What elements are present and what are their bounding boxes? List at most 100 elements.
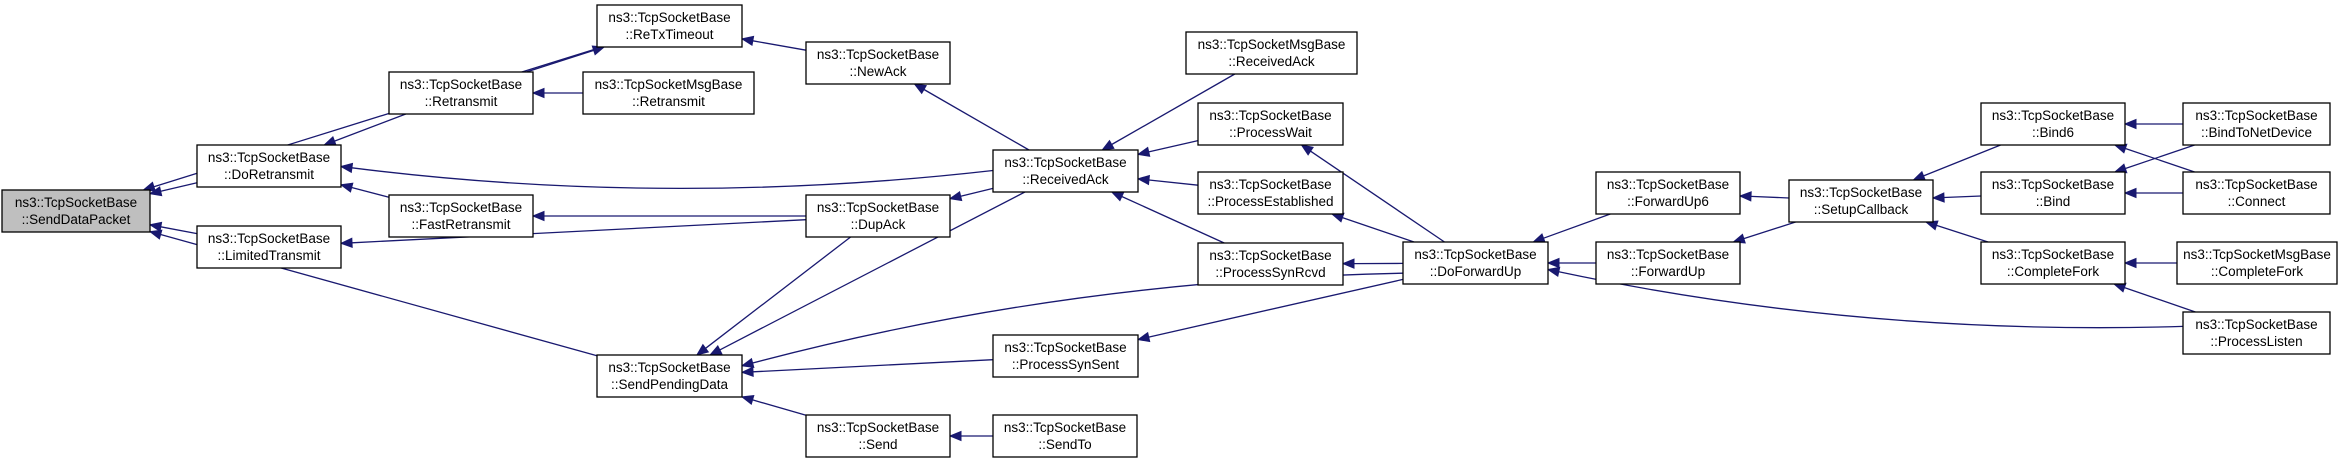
node-class-label: ns3::TcpSocketBase	[1800, 185, 1922, 200]
edge-bind-to-net-device-to-bind	[2125, 144, 2195, 170]
arrowhead-send-to-send-pending-data	[740, 395, 755, 406]
node-class-label: ns3::TcpSocketMsgBase	[1198, 37, 1346, 52]
node-method-label: ::Bind	[2036, 194, 2071, 209]
node-forward-up6[interactable]: ns3::TcpSocketBase::ForwardUp6	[1595, 171, 1741, 215]
node-send[interactable]: ns3::TcpSocketBase::Send	[805, 414, 951, 458]
node-method-label: ::BindToNetDevice	[2201, 125, 2312, 140]
node-msg-complete-fork[interactable]: ns3::TcpSocketMsgBase::CompleteFork	[2176, 241, 2338, 285]
node-box[interactable]	[992, 149, 1139, 193]
node-complete-fork[interactable]: ns3::TcpSocketBase::CompleteFork	[1980, 241, 2126, 285]
edge-dup-ack-to-limited-transmit	[351, 219, 807, 244]
edges-layer	[142, 35, 2196, 442]
node-box[interactable]	[1185, 31, 1358, 75]
node-bind[interactable]: ns3::TcpSocketBase::Bind	[1980, 171, 2126, 215]
arrowhead-new-ack-to-retx-timeout	[740, 35, 755, 47]
edge-bind-to-setup-callback	[1943, 195, 1982, 199]
node-box[interactable]	[2182, 102, 2331, 146]
node-forward-up[interactable]: ns3::TcpSocketBase::ForwardUp	[1595, 241, 1741, 285]
node-class-label: ns3::TcpSocketBase	[608, 10, 730, 25]
node-box[interactable]	[1197, 102, 1344, 146]
node-box[interactable]	[1595, 171, 1741, 215]
node-msg-retransmit[interactable]: ns3::TcpSocketMsgBase::Retransmit	[582, 71, 755, 115]
arrowhead-fast-retransmit-to-do-retransmit	[339, 182, 354, 193]
node-method-label: ::Bind6	[2032, 125, 2074, 140]
edge-retransmit-to-do-retransmit	[334, 113, 407, 142]
arrowhead-do-forward-up-to-process-wait	[1300, 144, 1314, 156]
node-do-forward-up[interactable]: ns3::TcpSocketBase::DoForwardUp	[1402, 241, 1549, 285]
node-bind6[interactable]: ns3::TcpSocketBase::Bind6	[1980, 102, 2126, 146]
arrowhead-do-forward-up-to-send-pending-data	[740, 357, 755, 368]
node-msg-received-ack[interactable]: ns3::TcpSocketMsgBase::ReceivedAck	[1185, 31, 1358, 75]
node-method-label: ::ProcessListen	[2210, 334, 2302, 349]
node-limited-transmit[interactable]: ns3::TcpSocketBase::LimitedTransmit	[196, 225, 342, 269]
edge-setup-callback-to-forward-up6	[1750, 195, 1790, 199]
node-process-syn-sent[interactable]: ns3::TcpSocketBase::ProcessSynSent	[992, 334, 1139, 378]
edge-forward-up6-to-do-forward-up	[1543, 213, 1611, 239]
node-send-to[interactable]: ns3::TcpSocketBase::SendTo	[992, 414, 1138, 458]
edge-do-forward-up-to-process-syn-sent	[1148, 278, 1404, 338]
node-process-syn-rcvd[interactable]: ns3::TcpSocketBase::ProcessSynRcvd	[1197, 242, 1344, 286]
node-box[interactable]	[196, 144, 342, 188]
edge-limited-transmit-to-send-data-packet	[160, 226, 198, 235]
node-received-ack[interactable]: ns3::TcpSocketBase::ReceivedAck	[992, 149, 1139, 193]
node-bind-to-net-device[interactable]: ns3::TcpSocketBase::BindToNetDevice	[2182, 102, 2331, 146]
arrowhead-received-ack-to-do-retransmit	[339, 162, 354, 174]
node-send-pending-data[interactable]: ns3::TcpSocketBase::SendPendingData	[596, 354, 743, 398]
node-box[interactable]	[196, 225, 342, 269]
arrowhead-msg-retransmit-to-retransmit	[531, 87, 545, 99]
node-process-listen[interactable]: ns3::TcpSocketBase::ProcessListen	[2182, 311, 2331, 355]
node-process-wait[interactable]: ns3::TcpSocketBase::ProcessWait	[1197, 102, 1344, 146]
node-box[interactable]	[1788, 179, 1934, 223]
node-do-retransmit[interactable]: ns3::TcpSocketBase::DoRetransmit	[196, 144, 342, 188]
node-retransmit[interactable]: ns3::TcpSocketBase::Retransmit	[388, 71, 534, 115]
edge-bind6-to-setup-callback	[1923, 144, 2001, 177]
node-box[interactable]	[1197, 242, 1344, 286]
node-method-label: ::DupAck	[851, 217, 906, 232]
node-connect[interactable]: ns3::TcpSocketBase::Connect	[2182, 171, 2331, 215]
arrowhead-msg-complete-fork-to-complete-fork	[2123, 257, 2137, 269]
node-box[interactable]	[805, 414, 951, 458]
node-method-label: ::ReTxTimeout	[625, 27, 713, 42]
edge-new-ack-to-retx-timeout	[752, 40, 807, 51]
node-box[interactable]	[596, 4, 743, 48]
node-fast-retransmit[interactable]: ns3::TcpSocketBase::FastRetransmit	[388, 194, 534, 238]
node-box[interactable]	[582, 71, 755, 115]
node-method-label: ::SendDataPacket	[22, 212, 131, 227]
node-box[interactable]	[1980, 171, 2126, 215]
node-process-established[interactable]: ns3::TcpSocketBase::ProcessEstablished	[1197, 171, 1344, 215]
node-dup-ack[interactable]: ns3::TcpSocketBase::DupAck	[805, 194, 951, 238]
edge-connect-to-bind6	[2125, 147, 2195, 173]
node-box[interactable]	[805, 41, 951, 85]
node-class-label: ns3::TcpSocketBase	[1992, 177, 2114, 192]
node-box[interactable]	[992, 414, 1138, 458]
node-box[interactable]	[388, 194, 534, 238]
node-box[interactable]	[2176, 241, 2338, 285]
node-class-label: ns3::TcpSocketBase	[1209, 108, 1331, 123]
node-box[interactable]	[388, 71, 534, 115]
node-send-data-packet[interactable]: ns3::TcpSocketBase::SendDataPacket	[1, 189, 151, 233]
node-class-label: ns3::TcpSocketBase	[1992, 247, 2114, 262]
node-class-label: ns3::TcpSocketBase	[400, 77, 522, 92]
node-box[interactable]	[2182, 171, 2331, 215]
node-box[interactable]	[992, 334, 1139, 378]
node-setup-callback[interactable]: ns3::TcpSocketBase::SetupCallback	[1788, 179, 1934, 223]
node-class-label: ns3::TcpSocketBase	[1004, 340, 1126, 355]
node-new-ack[interactable]: ns3::TcpSocketBase::NewAck	[805, 41, 951, 85]
node-box[interactable]	[1, 189, 151, 233]
node-box[interactable]	[1197, 171, 1344, 215]
node-box[interactable]	[1402, 241, 1549, 285]
arrowhead-process-wait-to-received-ack	[1136, 146, 1151, 157]
node-method-label: ::ForwardUp6	[1627, 194, 1709, 209]
arrowhead-received-ack-to-send-pending-data	[708, 345, 723, 356]
node-method-label: ::SendPendingData	[611, 377, 729, 392]
node-box[interactable]	[1595, 241, 1741, 285]
node-box[interactable]	[1980, 241, 2126, 285]
node-method-label: ::ReceivedAck	[1022, 172, 1109, 187]
node-method-label: ::ReceivedAck	[1228, 54, 1315, 69]
node-box[interactable]	[596, 354, 743, 398]
node-box[interactable]	[1980, 102, 2126, 146]
node-box[interactable]	[805, 194, 951, 238]
node-retx-timeout[interactable]: ns3::TcpSocketBase::ReTxTimeout	[596, 4, 743, 48]
node-box[interactable]	[2182, 311, 2331, 355]
